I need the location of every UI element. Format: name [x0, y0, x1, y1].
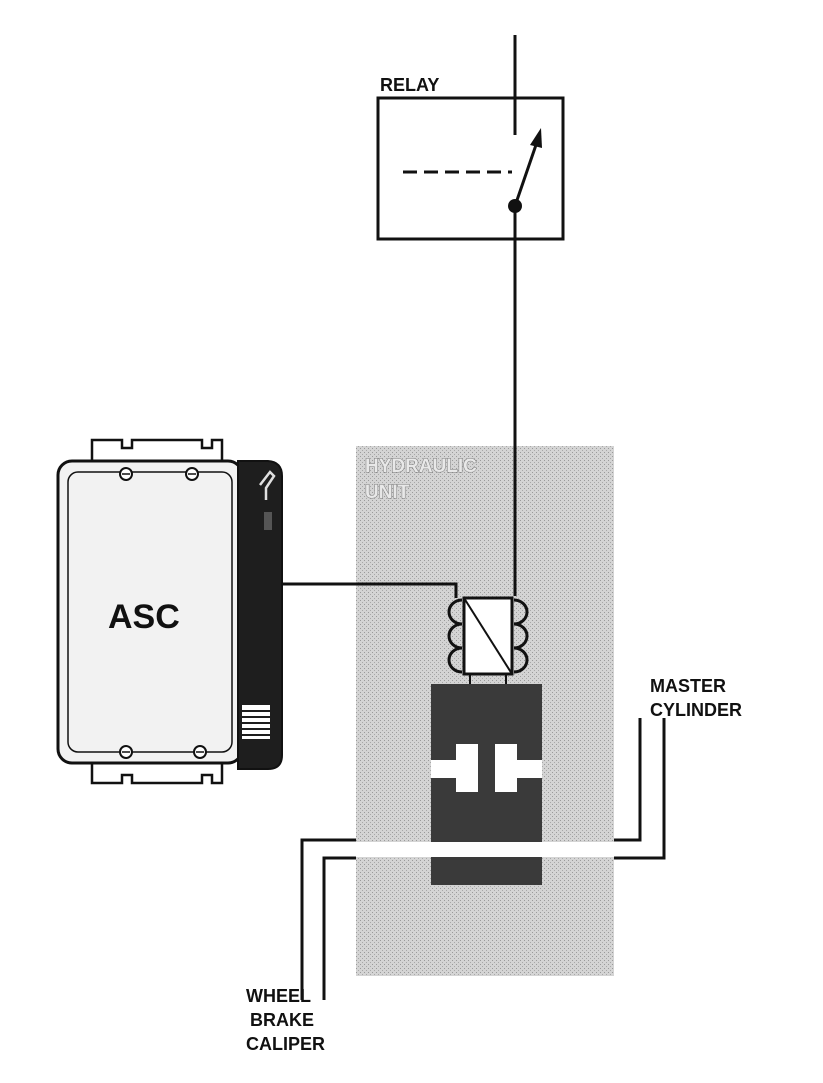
solenoid-coil: [447, 596, 529, 676]
wheel-brake-caliper-label-line2: BRAKE: [250, 1010, 314, 1030]
relay-label: RELAY: [380, 75, 439, 95]
valve-spool: [431, 744, 542, 792]
screw-icon: [119, 745, 133, 759]
master-cylinder-label-line2: CYLINDER: [650, 700, 742, 720]
wheel-brake-caliper-label-line1: WHEEL: [246, 986, 311, 1006]
wheel-brake-caliper-label-line3: CALIPER: [246, 1034, 325, 1054]
wheel-brake-line-inner: [322, 856, 356, 1000]
relay-arrow-icon: [530, 128, 542, 148]
asc-label: ASC: [108, 598, 180, 636]
brake-line-channel: [356, 842, 614, 857]
asc-to-solenoid-wire: [282, 582, 458, 598]
relay-box: [376, 96, 565, 241]
valve-body-lower: [431, 857, 542, 885]
master-cylinder-label-line1: MASTER: [650, 676, 726, 696]
hydraulic-unit-label-line2: UNIT: [365, 482, 410, 503]
relay-switch-arm: [513, 141, 539, 207]
master-cylinder-line-outer: [614, 718, 642, 842]
hydraulic-unit-label-line1: HYDRAULIC: [365, 456, 477, 477]
screw-icon: [119, 467, 133, 481]
screw-icon: [185, 467, 199, 481]
wheel-brake-line-outer: [300, 838, 356, 1000]
screw-icon: [193, 745, 207, 759]
asc-module: [56, 438, 283, 785]
master-cylinder-line-inner: [614, 718, 666, 860]
